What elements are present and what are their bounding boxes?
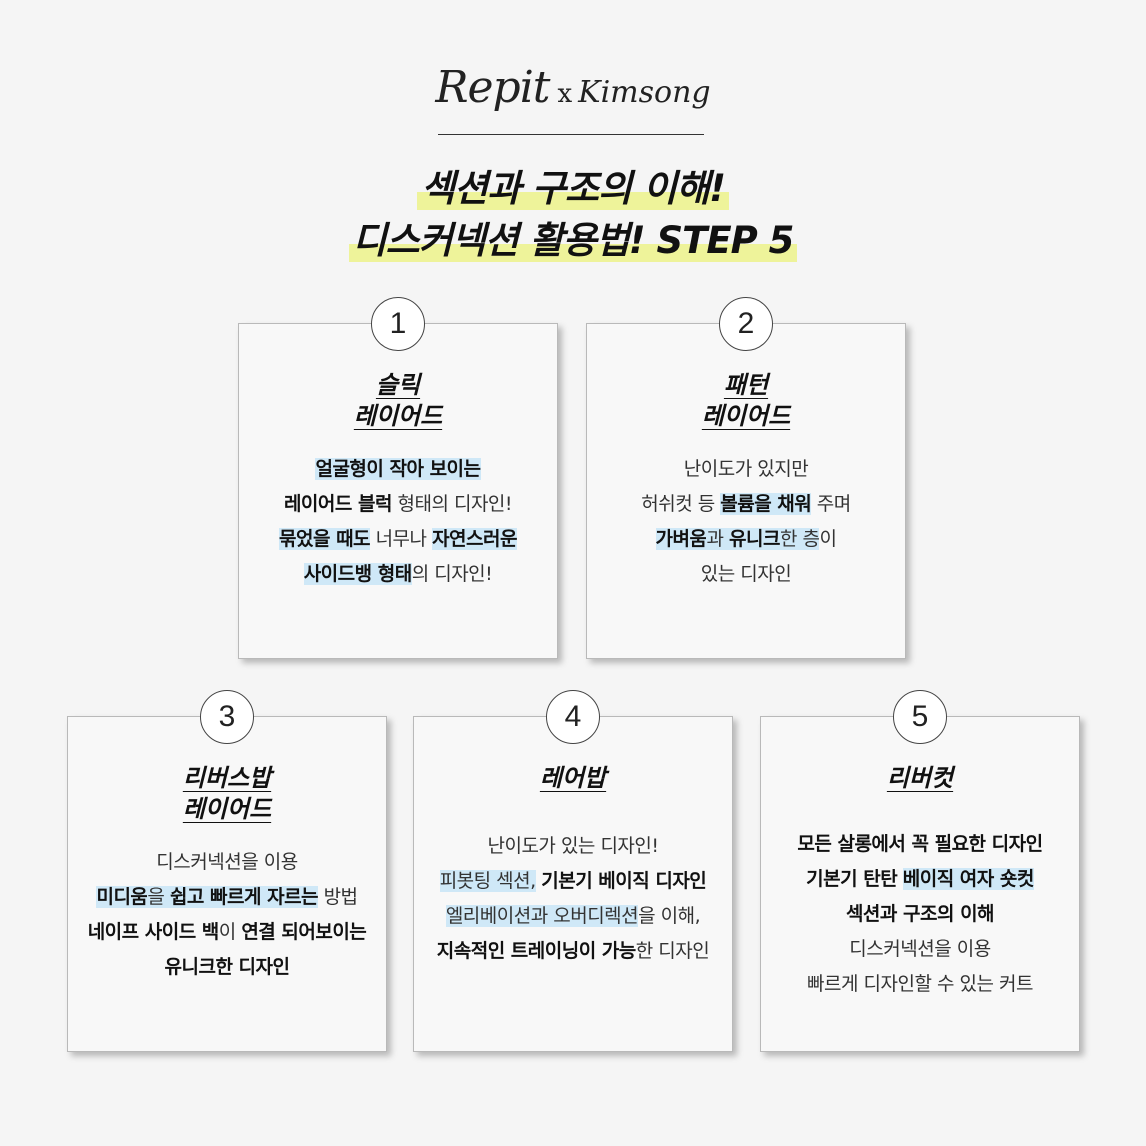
step-number-badge: 2	[719, 297, 773, 351]
text-segment: 유니크한 디자인	[164, 956, 290, 978]
highlighted-text: 엘리베이션과 오버디렉션	[445, 905, 639, 927]
text-segment: 이	[819, 528, 837, 550]
text-segment: 형태의 디자인!	[391, 493, 513, 515]
text-segment: 지속적인 트레이닝이 가능	[436, 940, 637, 962]
text-segment: 있는 디자인	[700, 563, 792, 585]
highlighted-text: 과	[706, 528, 730, 550]
text-segment: 주며	[811, 493, 851, 515]
brand-primary: Repit	[435, 62, 550, 113]
title-line: 레이어드	[701, 402, 791, 430]
description-line: 네이프 사이드 백이 연결 되어보이는	[68, 915, 386, 950]
title-line: 패턴	[723, 371, 769, 399]
text-segment	[897, 868, 903, 890]
description-line: 디스커넥션을 이용	[68, 845, 386, 880]
headline-text-2: 디스커넥션 활용법! STEP 5	[348, 219, 798, 262]
description-line: 난이도가 있는 디자인!	[414, 829, 732, 864]
description-line: 피봇팅 섹션, 기본기 베이직 디자인	[414, 864, 732, 899]
text-segment: 연결 되어보이는	[241, 921, 367, 943]
text-segment: 의 디자인!	[411, 563, 493, 585]
text-segment: 을 이해,	[638, 905, 701, 927]
title-line: 슬릭	[375, 371, 421, 399]
step-card-title: 리버컷	[761, 763, 1079, 794]
text-segment: 섹션과 구조의 이해	[845, 903, 995, 925]
description-line: 디스커넥션을 이용	[761, 932, 1079, 967]
description-line: 지속적인 트레이닝이 가능한 디자인	[414, 934, 732, 969]
highlighted-text: 피봇팅 섹션,	[439, 870, 536, 892]
text-segment: 네이프 사이드 백	[87, 921, 220, 943]
description-line: 사이드뱅 형태의 디자인!	[239, 557, 557, 592]
text-segment: 모든 살롱에서 꼭 필요한 디자인	[797, 833, 1043, 855]
text-segment: 디스커넥션을 이용	[849, 938, 991, 960]
highlighted-text: 가벼움	[655, 528, 707, 550]
headline-text-1: 섹션과 구조의 이해!	[417, 167, 729, 210]
description-line: 가벼움과 유니크한 층이	[587, 522, 905, 557]
description-line: 레이어드 블럭 형태의 디자인!	[239, 487, 557, 522]
step-number-badge: 1	[371, 297, 425, 351]
description-line: 섹션과 구조의 이해	[761, 897, 1079, 932]
step-card-title: 레어밥	[414, 763, 732, 794]
description-line: 난이도가 있지만	[587, 452, 905, 487]
text-segment: 기본기 탄탄	[806, 868, 898, 890]
step-number-badge: 3	[200, 690, 254, 744]
highlighted-text: 얼굴형이 작아 보이는	[315, 458, 481, 480]
text-segment: 디스커넥션을 이용	[156, 851, 298, 873]
brand-separator: x	[557, 79, 573, 109]
description-line: 허쉬컷 등 볼륨을 채워 주며	[587, 487, 905, 522]
text-segment: 한 디자인	[635, 940, 710, 962]
highlighted-text: 묶었을 때도	[279, 528, 371, 550]
description-line: 묶었을 때도 너무나 자연스러운	[239, 522, 557, 557]
text-segment: 방법	[318, 886, 358, 908]
highlighted-text: 을	[147, 886, 170, 908]
highlighted-text: 자연스러운	[432, 528, 517, 550]
headline-line-1: 섹션과 구조의 이해!	[0, 158, 1146, 212]
description-line: 있는 디자인	[587, 557, 905, 592]
highlighted-text: 베이직 여자 숏컷	[902, 868, 1034, 890]
text-segment: 난이도가 있는 디자인!	[487, 835, 659, 857]
description-line: 미디움을 쉽고 빠르게 자르는 방법	[68, 880, 386, 915]
highlighted-text: 한 층	[779, 528, 820, 550]
title-line: 레어밥	[539, 764, 607, 792]
highlighted-text: 볼륨을 채워	[720, 493, 812, 515]
text-segment: 레이어드 블럭	[283, 493, 393, 515]
description-line: 빠르게 디자인할 수 있는 커트	[761, 967, 1079, 1002]
text-segment: 난이도가 있지만	[683, 458, 809, 480]
highlighted-text: 미디움	[96, 886, 148, 908]
highlighted-text: 쉽고 빠르게 자르는	[169, 886, 319, 908]
title-line: 레이어드	[182, 795, 272, 823]
text-segment: 이	[218, 921, 242, 943]
step-number-badge: 5	[893, 690, 947, 744]
highlighted-text: 사이드뱅 형태	[303, 563, 412, 585]
text-segment: 빠르게 디자인할 수 있는 커트	[807, 973, 1033, 995]
brand-secondary: Kimsong	[578, 75, 711, 110]
brand-divider	[438, 134, 704, 135]
title-line: 리버컷	[886, 764, 954, 792]
step-number-badge: 4	[546, 690, 600, 744]
text-segment: 너무나	[370, 528, 433, 550]
description-line: 모든 살롱에서 꼭 필요한 디자인	[761, 827, 1079, 862]
description-line: 기본기 탄탄 베이직 여자 숏컷	[761, 862, 1079, 897]
text-segment: 기본기 베이직 디자인	[541, 870, 707, 892]
description-line: 엘리베이션과 오버디렉션을 이해,	[414, 899, 732, 934]
headline-line-2: 디스커넥션 활용법! STEP 5	[0, 210, 1146, 264]
highlighted-text: 유니크	[729, 528, 780, 550]
description-line: 얼굴형이 작아 보이는	[239, 452, 557, 487]
description-line: 유니크한 디자인	[68, 950, 386, 985]
title-line: 리버스밥	[182, 764, 272, 792]
text-segment: 허쉬컷 등	[641, 493, 721, 515]
title-line: 레이어드	[353, 402, 443, 430]
